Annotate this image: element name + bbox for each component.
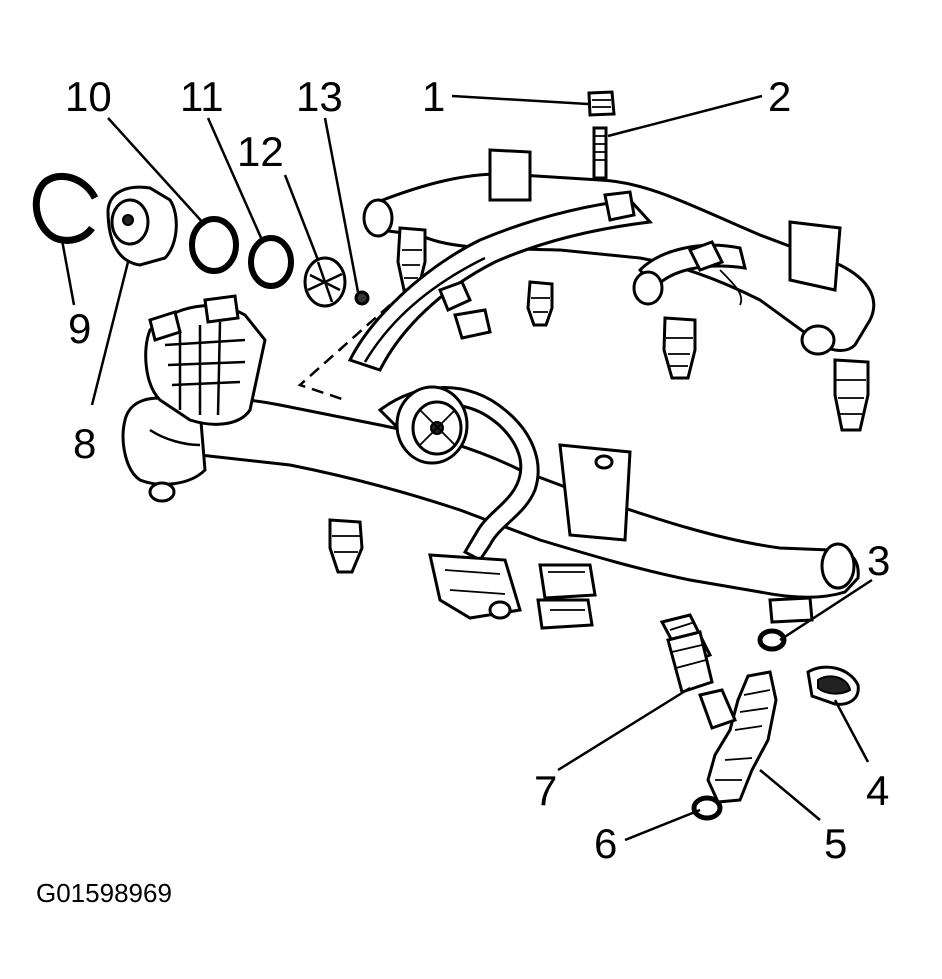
assembly-centerline [297,304,391,402]
fuel-rail-assembly [121,148,876,667]
injector-lower-o-ring [691,795,723,821]
rear-injector-stubs [396,226,870,432]
o-ring-small [248,235,294,289]
callout-9: 9 [68,305,91,352]
callout-labels: 1 2 3 4 5 6 7 8 9 10 11 12 13 [65,73,890,867]
injector-harness-connector [666,630,714,694]
callout-2: 2 [768,73,791,120]
retaining-ring [32,172,99,244]
pressure-regulator [106,185,178,267]
callout-12: 12 [237,128,284,175]
callout-5: 5 [824,820,847,867]
leader-lines [60,94,873,842]
o-ring-large [189,216,239,274]
electrical-connector [144,294,267,426]
callout-1: 1 [422,73,445,120]
stud [592,126,608,180]
nut [587,90,616,117]
fuel-injector [698,670,778,804]
filter-screen [303,256,347,308]
figure-id: G01598969 [36,878,172,908]
callout-6: 6 [594,820,617,867]
callout-11: 11 [180,73,224,120]
callout-10: 10 [65,73,112,120]
callout-8: 8 [73,420,96,467]
injector-retainer-clip [806,665,860,706]
callout-7: 7 [534,767,557,814]
callout-3: 3 [867,537,890,584]
injector-upper-o-ring [757,628,787,652]
callout-4: 4 [866,767,889,814]
callout-13: 13 [296,73,343,120]
pressure-damper-mount [395,385,469,465]
small-seal [354,290,370,306]
